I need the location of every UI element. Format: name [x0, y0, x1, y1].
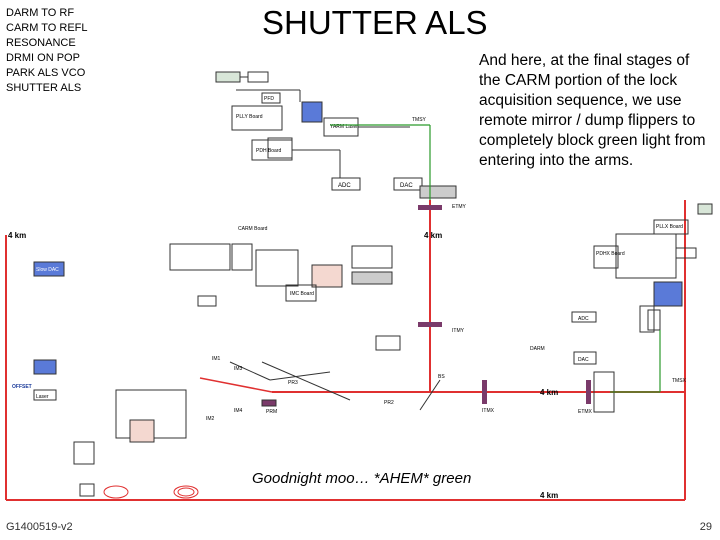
block-label: PLLX Board: [656, 224, 683, 230]
optic-label: PRM: [266, 409, 277, 415]
slide-caption: Goodnight moo… *AHEM* green: [252, 470, 472, 487]
optic-label: BS: [438, 374, 445, 380]
slide-body-text: And here, at the final stages of the CAR…: [479, 52, 706, 169]
optic-label: IM4: [234, 408, 243, 414]
optic-label: ITMY: [452, 328, 465, 334]
optic-label: TMSX: [672, 378, 687, 384]
block-label: PFD: [264, 96, 274, 102]
slide-title: SHUTTER ALS: [262, 4, 488, 41]
block-label: PLLY Board: [236, 114, 263, 120]
test-mass-y: [418, 205, 442, 327]
x-end-electronics: [571, 203, 713, 413]
red-beam-prc: [199, 377, 273, 393]
arm-length-label: 4 km: [540, 491, 558, 500]
carm-imc-electronics: [169, 243, 401, 351]
arm-length-label: 4 km: [540, 388, 558, 397]
block-label: ADC: [578, 316, 589, 322]
optic-label: ETMX: [578, 409, 593, 415]
green-beam-x: [610, 330, 661, 393]
block-label: PDH Board: [256, 148, 282, 154]
page-number: 29: [699, 521, 712, 533]
optic-label: PR2: [384, 400, 394, 406]
block-label: CARM Board: [238, 226, 268, 232]
block-label: DARM: [530, 346, 545, 352]
interferometer-arm-path: [5, 200, 686, 501]
green-beam-y: [330, 124, 431, 200]
optic-label: TMSY: [412, 117, 427, 123]
agenda-item: RESONANCE: [6, 37, 76, 49]
agenda-item: DRMI ON POP: [6, 52, 80, 64]
optic-label: IM2: [206, 416, 215, 422]
block-label: YARM Laser: [330, 124, 358, 130]
block-label: PDHX Board: [596, 251, 625, 257]
agenda-item: PARK ALS VCO: [6, 67, 86, 79]
block-label: IMC Board: [290, 291, 314, 297]
optic-label: IM1: [212, 356, 221, 362]
agenda-item: DARM TO RF: [6, 7, 75, 19]
agenda-list: DARM TO RF CARM TO REFL RESONANCE DRMI O…: [6, 6, 88, 96]
block-label: OFFSET: [12, 384, 32, 390]
corner-station-optics: [33, 261, 441, 497]
optic-label: IM3: [234, 366, 243, 372]
agenda-item: SHUTTER ALS: [6, 82, 82, 94]
block-label: ADC: [338, 183, 351, 189]
block-label: DAC: [578, 357, 589, 363]
block-label: Laser: [36, 394, 49, 400]
y-end-electronics: [215, 71, 457, 199]
arm-length-label: 4 km: [424, 231, 442, 240]
fiber-spool: [103, 485, 199, 499]
block-label: DAC: [400, 183, 413, 189]
test-mass-x: [482, 380, 591, 404]
block-label: Slow DAC: [36, 267, 59, 273]
optic-label: ETMY: [452, 204, 467, 210]
document-number: G1400519-v2: [6, 521, 73, 533]
agenda-item: CARM TO REFL: [6, 22, 88, 34]
arm-length-label: 4 km: [8, 231, 26, 240]
optic-label: ITMX: [482, 408, 495, 414]
optic-label: PR3: [288, 380, 298, 386]
